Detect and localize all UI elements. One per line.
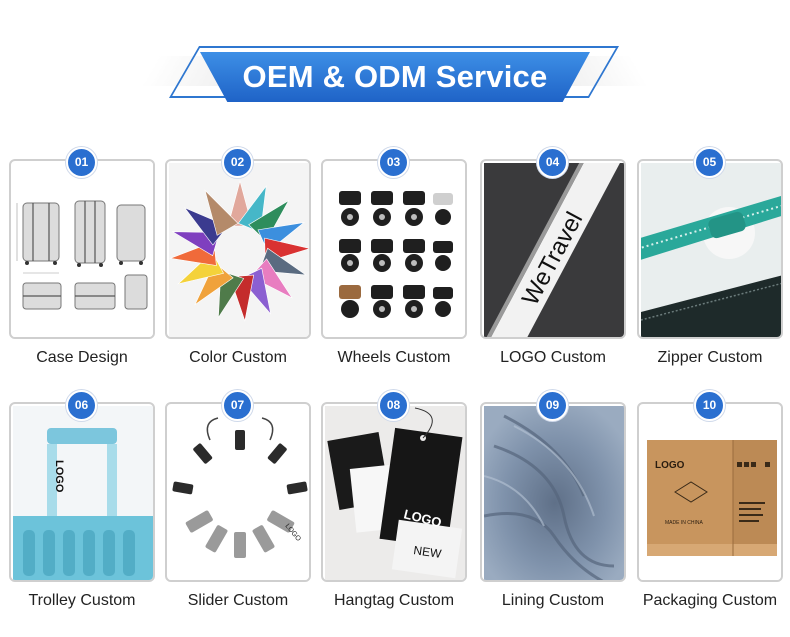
card-number-badge: 07: [222, 390, 253, 421]
card-hangtag-custom: LOGO NEW 08 Hangtag Custom: [321, 390, 467, 609]
card-label: Trolley Custom: [28, 592, 136, 609]
wheels-image: [325, 163, 465, 337]
card-wheels-custom: 03 Wheels Custom: [321, 147, 467, 366]
card-label: Wheels Custom: [337, 349, 451, 366]
hangtag-new-text: NEW: [413, 543, 443, 561]
card-image-frame: LOGO NEW: [321, 402, 467, 582]
card-image-frame: LOGO: [165, 402, 311, 582]
hangtags-image: LOGO NEW: [325, 406, 465, 580]
card-slider-custom: LOGO 07 Slider Custom: [165, 390, 311, 609]
card-number-badge: 03: [378, 147, 409, 178]
card-zipper-custom: 05 Zipper Custom: [637, 147, 783, 366]
card-label: Lining Custom: [501, 592, 605, 609]
card-number-badge: 01: [66, 147, 97, 178]
card-image-frame: [9, 159, 155, 339]
carton-origin-text: MADE IN CHINA: [665, 520, 703, 526]
card-image-frame: [165, 159, 311, 339]
trolley-handle-image: LOGO: [13, 406, 153, 580]
card-label: Packaging Custom: [642, 592, 778, 609]
card-number-badge: 04: [537, 147, 568, 178]
banner-title: OEM & ODM Service: [242, 59, 548, 94]
card-number-badge: 05: [694, 147, 725, 178]
zipper-image: [641, 163, 781, 337]
lining-fabric-image: [484, 406, 624, 580]
card-label: Zipper Custom: [657, 349, 763, 366]
card-number-badge: 09: [537, 390, 568, 421]
color-swatch-fan-image: [169, 163, 309, 337]
card-color-custom: 02 Color Custom: [165, 147, 311, 366]
card-image-frame: [321, 159, 467, 339]
card-number-badge: 08: [378, 390, 409, 421]
card-image-frame: [480, 402, 626, 582]
card-image-frame: LOGO: [9, 402, 155, 582]
card-image-frame: [637, 159, 783, 339]
carton-box-image: LOGO MADE IN CHINA: [641, 406, 781, 580]
card-number-badge: 02: [222, 147, 253, 178]
card-number-badge: 06: [66, 390, 97, 421]
card-packaging-custom: LOGO MADE IN CHINA 10 Packaging Custom: [637, 390, 783, 609]
section-banner: OEM & ODM Service: [141, 44, 649, 106]
card-number-badge: 10: [694, 390, 725, 421]
logo-print-image: WeTravel: [484, 163, 624, 337]
card-image-frame: WeTravel: [480, 159, 626, 339]
card-label: Slider Custom: [187, 592, 289, 609]
card-label: Hangtag Custom: [333, 592, 455, 609]
trolley-logo-text: LOGO: [53, 460, 65, 493]
card-logo-custom: WeTravel 04 LOGO Custom: [480, 147, 626, 366]
card-label: Color Custom: [189, 349, 287, 366]
carton-logo-text: LOGO: [655, 460, 685, 471]
card-label: Case Design: [36, 349, 128, 366]
suitcase-drawings-image: [13, 163, 153, 337]
banner-fill: [200, 52, 590, 102]
card-case-design: 01 Case Design: [9, 147, 155, 366]
card-lining-custom: 09 Lining Custom: [480, 390, 626, 609]
zipper-sliders-image: LOGO: [169, 406, 309, 580]
card-trolley-custom: LOGO 06 Trolley Custom: [9, 390, 155, 609]
card-image-frame: LOGO MADE IN CHINA: [637, 402, 783, 582]
card-label: LOGO Custom: [500, 349, 606, 366]
